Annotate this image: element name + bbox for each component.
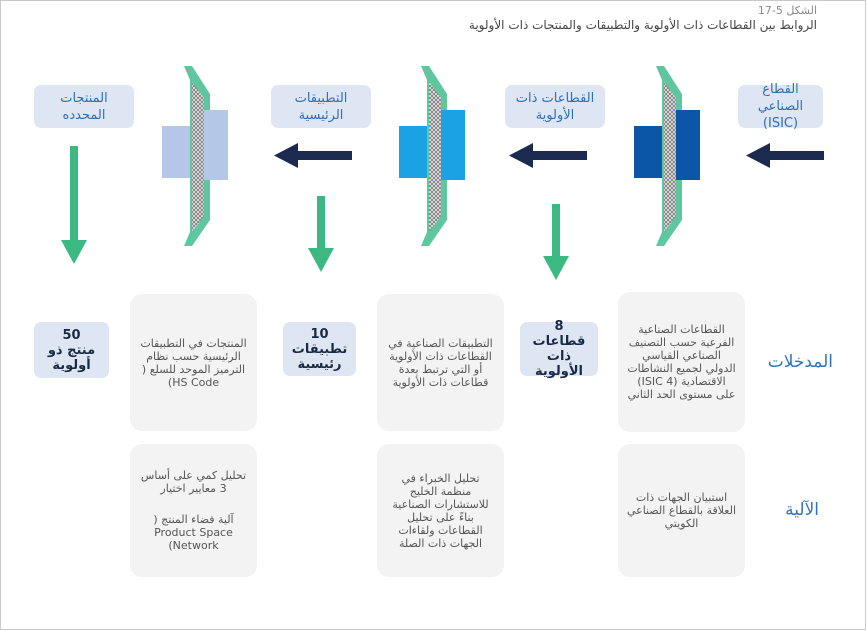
filter-3-icon [162, 66, 228, 246]
arrow-down-1-icon [543, 204, 569, 280]
arrow-left-3-icon [274, 143, 352, 168]
row-label-mechanism: الآلية [785, 500, 819, 520]
stage-label-priority-sectors: القطاعات ذات الأولوية [505, 85, 605, 128]
arrow-left-1-icon [746, 143, 824, 168]
arrow-down-3-icon [61, 146, 87, 264]
count-products-box: 50 منتج ذو أولوية [34, 322, 109, 378]
mechanism-product-space: آلية فضاء المنتج ( Product Space Network… [153, 513, 234, 552]
stage-label-isic: القطاع الصناعي (ISIC) [738, 82, 823, 131]
row-label-inputs: المدخلات [767, 352, 833, 372]
arrow-left-2-icon [509, 143, 587, 168]
count-sectors-number: 8 [554, 319, 564, 334]
stage-label-products: المنتجات المحدده [34, 85, 134, 128]
mechanism-quant-criteria: تحليل كمي على أساس 3 معايير اختيار [140, 469, 247, 495]
filter-1-icon [634, 66, 700, 246]
count-products-text: منتج ذو أولوية [47, 342, 96, 373]
count-sectors-box: 8 قطاعات ذات الأولوية [520, 319, 598, 379]
input-applications-box: المنتجات في التطبيقات الرئيسية حسب نظام … [130, 294, 257, 431]
count-applications-text: تطبيقات رئيسية [291, 341, 348, 372]
input-sectors-box: التطبيقات الصناعية في القطاعات ذات الأول… [377, 294, 504, 431]
count-products-number: 50 [62, 327, 81, 343]
input-isic-box: القطاعات الصناعية الفرعية حسب التصنيف ال… [618, 292, 745, 432]
mechanism-quant-box: تحليل كمي على أساس 3 معايير اختيار آلية … [130, 444, 257, 577]
figure-title: الروابط بين القطاعات ذات الأولوية والتطب… [468, 18, 817, 32]
figure-label: الشكل 5-17 [757, 4, 817, 17]
arrow-down-2-icon [308, 196, 334, 272]
count-applications-number: 10 [310, 326, 329, 342]
count-applications-box: 10 تطبيقات رئيسية [283, 322, 356, 376]
stage-label-main-applications: التطبيقات الرئيسية [271, 85, 371, 128]
count-sectors-text: قطاعات ذات الأولوية [532, 334, 586, 379]
mechanism-survey-box: استبيان الجهات ذات العلاقة بالقطاع الصنا… [618, 444, 745, 577]
filter-2-icon [399, 66, 465, 246]
mechanism-experts-box: تحليل الخبراء في منظمة الخليج للاستشارات… [377, 444, 504, 577]
